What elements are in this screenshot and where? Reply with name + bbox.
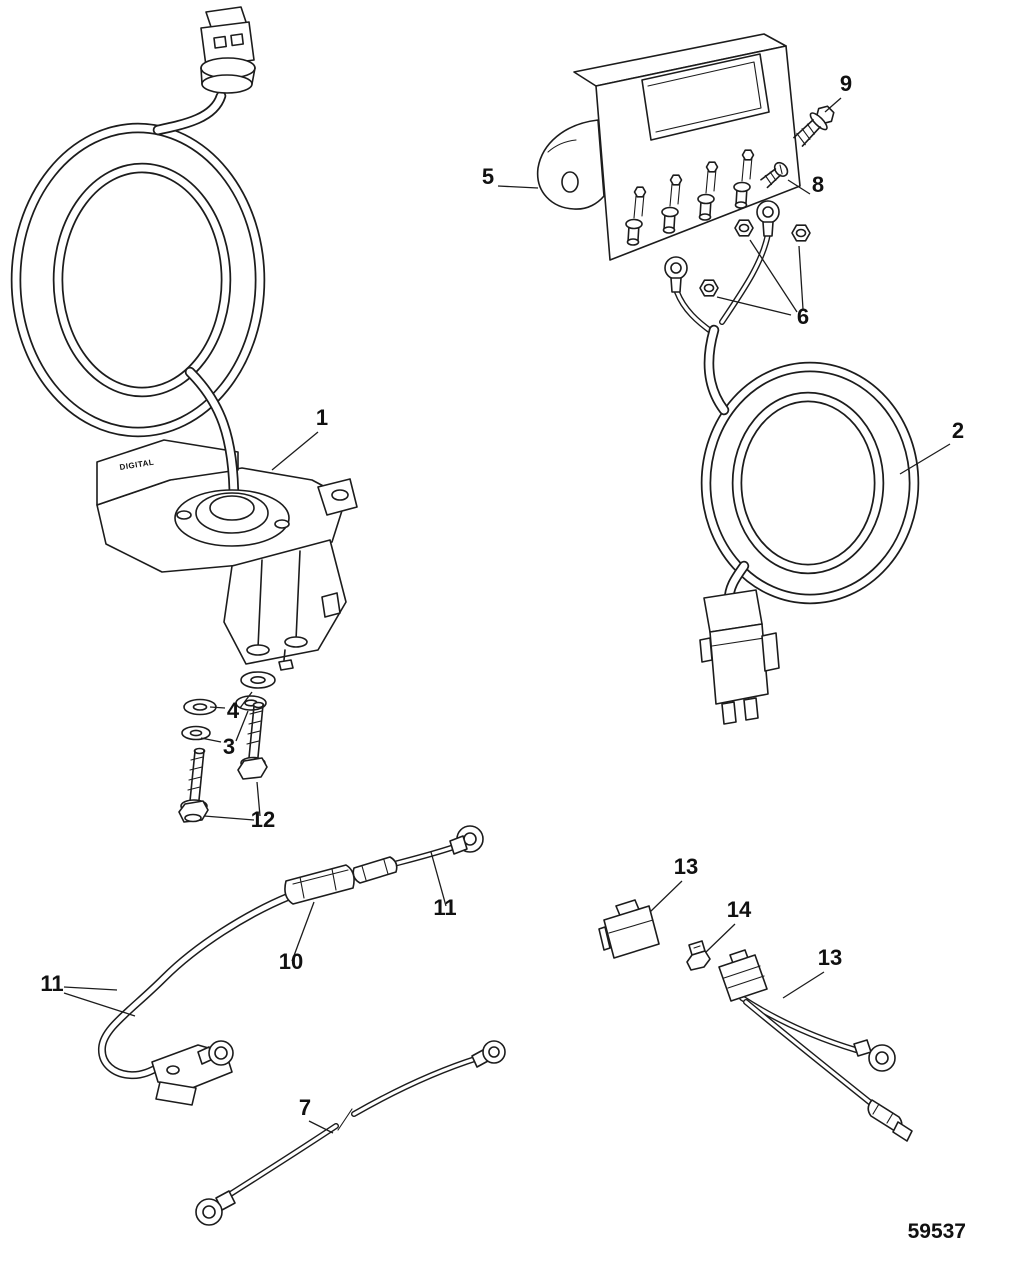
sender-cable-assembly xyxy=(98,825,484,1106)
callout-6: 6 xyxy=(797,304,809,329)
trim-sender-assembly: DIGITAL xyxy=(96,366,358,671)
callout-11b: 11 xyxy=(40,971,63,996)
connector-plug-1 xyxy=(200,6,256,94)
callout-14: 14 xyxy=(727,897,752,922)
callout-10: 10 xyxy=(279,949,303,974)
sender-bracket xyxy=(151,1040,234,1106)
coiled-cable-2 xyxy=(700,324,920,606)
callout-13b: 13 xyxy=(818,945,842,970)
callout-1: 1 xyxy=(316,405,328,430)
part-14 xyxy=(686,940,711,971)
callout-5: 5 xyxy=(482,164,494,189)
connector-plug-2 xyxy=(699,589,780,725)
callout-7: 7 xyxy=(299,1095,311,1120)
coiled-cable-1 xyxy=(10,90,266,438)
leader-lines xyxy=(63,97,951,1134)
module-screw xyxy=(760,161,789,189)
mounting-bolts xyxy=(178,701,268,823)
callout-8: 8 xyxy=(812,172,824,197)
callout-3: 3 xyxy=(223,734,235,759)
drawing-number: 59537 xyxy=(908,1220,966,1243)
callout-9: 9 xyxy=(840,71,852,96)
washers xyxy=(181,671,276,741)
adapter-harness xyxy=(718,949,913,1142)
terminal-nuts-group xyxy=(664,200,811,335)
ground-cable xyxy=(195,1040,506,1226)
barrel-connector xyxy=(284,856,398,905)
callout-4: 4 xyxy=(227,698,240,723)
callout-13a: 13 xyxy=(674,854,698,879)
module-bolt xyxy=(793,105,835,147)
callout-12: 12 xyxy=(251,807,275,832)
callout-11a: 11 xyxy=(433,895,456,920)
callouts: 1 2 3 4 5 6 7 8 9 10 11 11 12 13 13 14 xyxy=(40,71,964,1120)
control-module xyxy=(536,33,801,261)
connector-13a xyxy=(598,899,660,959)
callout-2: 2 xyxy=(952,418,964,443)
